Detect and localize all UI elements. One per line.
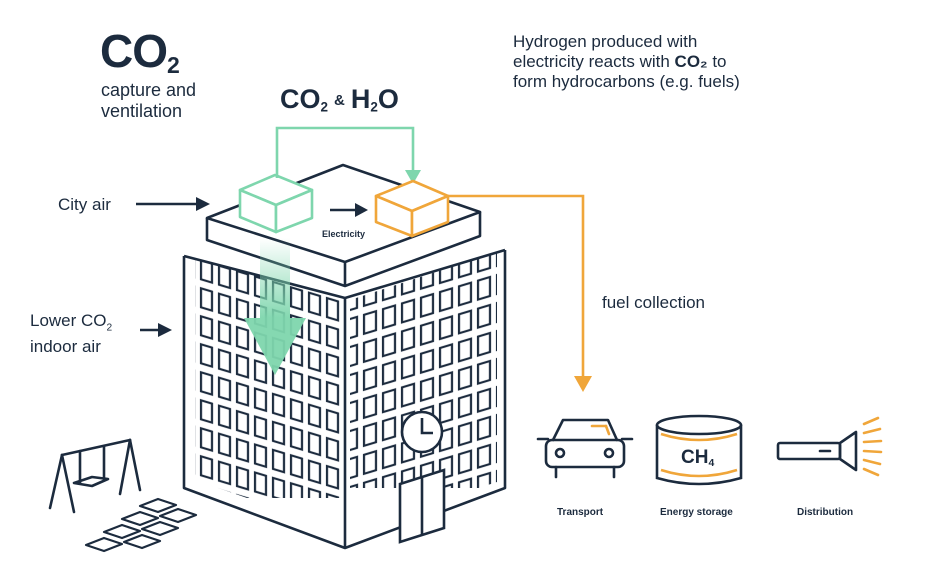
- transport-label: Transport: [557, 507, 604, 518]
- reactor-unit-icon: [374, 179, 450, 238]
- hydrogen-description: Hydrogen produced with electricity react…: [513, 32, 740, 91]
- city-air-arrow: [136, 197, 210, 211]
- fuel-collection-label: fuel collection: [602, 293, 706, 312]
- ch4-label: CH4: [681, 447, 715, 470]
- flashlight-icon: [776, 416, 883, 477]
- fuel-arrowhead: [574, 376, 592, 392]
- building-door: [398, 468, 446, 544]
- energy-storage-label: Energy storage: [660, 507, 733, 518]
- electricity-arrow: [330, 203, 368, 217]
- clock-icon: [400, 410, 444, 454]
- airflow-down-arrow: [244, 238, 306, 375]
- capture-ventilation-label: capture and ventilation: [101, 80, 197, 121]
- co2-title: CO2: [100, 25, 180, 78]
- co2-h2o-arrowhead: [405, 170, 421, 184]
- co2-h2o-formula: CO2&H2O: [280, 84, 399, 115]
- fuel-pipe: [448, 194, 585, 378]
- capture-unit-icon: [238, 173, 314, 234]
- distribution-label: Distribution: [797, 507, 854, 518]
- storage-tank-icon: [655, 414, 743, 486]
- swing-icon: [48, 438, 142, 514]
- co2-h2o-pipe: [275, 126, 415, 178]
- paving-icon: [84, 497, 198, 553]
- car-icon: [536, 418, 634, 479]
- electricity-label: Electricity: [322, 229, 366, 239]
- indoor-air-arrow: [140, 323, 172, 337]
- building-icon: [182, 163, 507, 550]
- city-air-label: City air: [58, 195, 111, 214]
